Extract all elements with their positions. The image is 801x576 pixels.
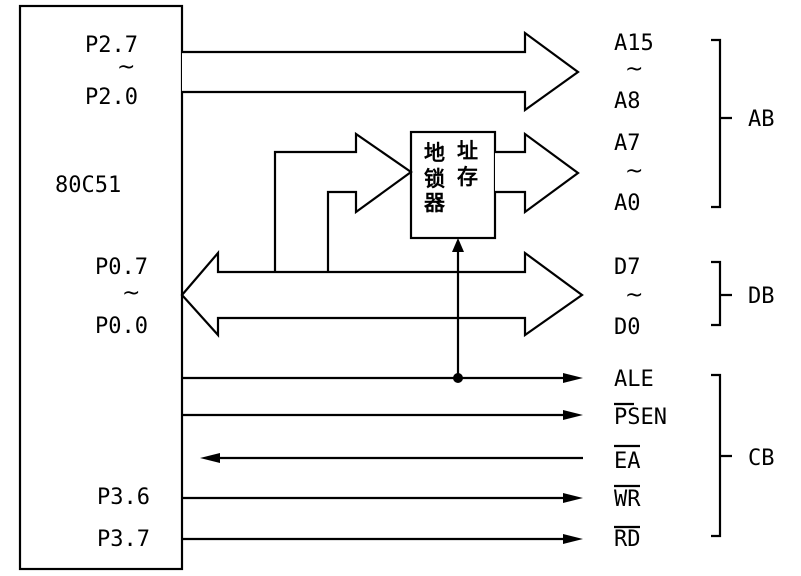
db-brace [711, 260, 732, 327]
label-d0: D0 [614, 315, 641, 340]
label-psen: PSEN [614, 405, 667, 430]
ale-arrowhead [563, 373, 583, 383]
pin-label-p20: P2.0 [85, 85, 138, 110]
latch-char-1: 地 [424, 141, 445, 165]
latch-char-5: 器 [423, 191, 446, 215]
label-rd: RD [614, 527, 641, 552]
label-a0: A0 [614, 191, 641, 216]
cb-brace [711, 373, 732, 538]
label-ale: ALE [614, 367, 654, 392]
pin-label-p36: P3.6 [97, 485, 150, 510]
pin-label-p27: P2.7 [85, 33, 138, 58]
low-address-bus-arrow [495, 131, 580, 215]
pin-label-p00: P0.0 [95, 314, 148, 339]
pin-label-p37: P3.7 [97, 527, 150, 552]
label-wr: WR [614, 487, 641, 512]
label-a15: A15 [614, 31, 654, 56]
label-db: DB [748, 284, 775, 309]
latch-char-2: 址 [457, 139, 478, 163]
wr-arrowhead [563, 493, 583, 503]
rd-arrowhead [563, 534, 583, 544]
tilde-p2: ~ [117, 55, 135, 80]
pin-label-p07: P0.7 [95, 255, 148, 280]
data-bus-arrow [180, 250, 584, 338]
label-ea: EA [614, 449, 641, 474]
ab-brace [711, 38, 732, 209]
label-a8: A8 [614, 89, 641, 114]
latch-char-3: 锁 [424, 167, 445, 191]
label-cb: CB [748, 446, 775, 471]
label-ab: AB [748, 107, 775, 132]
high-address-bus-arrow [182, 30, 580, 113]
label-d7: D7 [614, 255, 641, 280]
latch-input-arrowhead [452, 238, 464, 252]
tilde-d: ~ [625, 283, 643, 308]
tilde-p0: ~ [122, 281, 140, 306]
latch-char-4: 存 [457, 165, 478, 189]
tilde-a-low: ~ [625, 159, 643, 184]
ea-arrowhead [200, 453, 220, 463]
tilde-a-high: ~ [625, 57, 643, 82]
latch-input-bus-arrow [273, 131, 413, 272]
chip-name: 80C51 [55, 173, 121, 198]
chip-box [18, 4, 184, 571]
label-a7: A7 [614, 131, 641, 156]
psen-arrowhead [563, 410, 583, 420]
